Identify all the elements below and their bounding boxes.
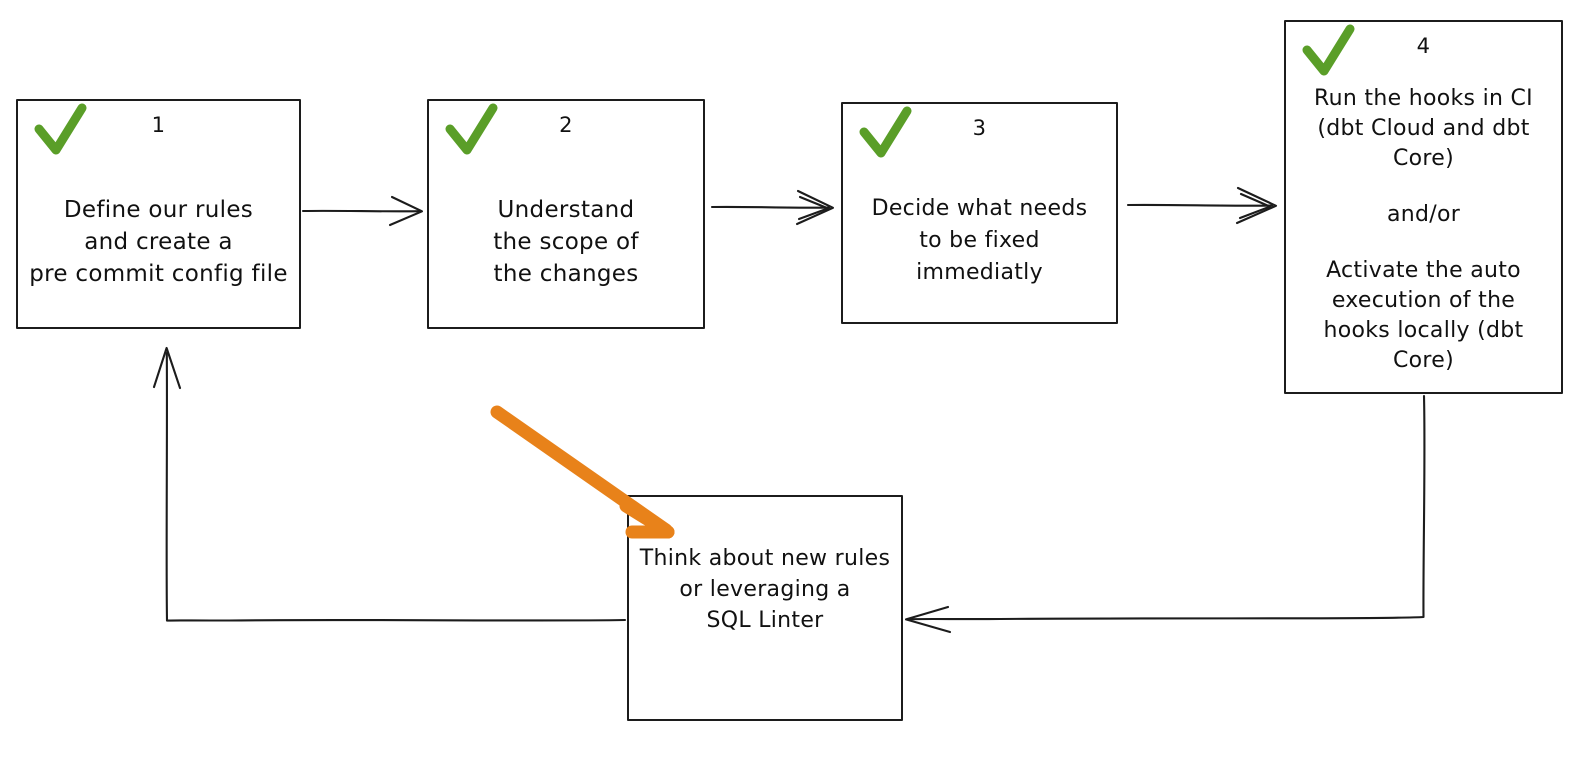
node-text-line: pre commit config file xyxy=(29,261,288,287)
flow-node-step-3[interactable]: 3 Decide what needs to be fixed immediat… xyxy=(841,102,1118,324)
node-text-line: to be fixed xyxy=(919,228,1040,253)
green-check-icon xyxy=(859,106,912,158)
arrow-4-to-5 xyxy=(904,394,1426,634)
step-number: 4 xyxy=(1416,34,1431,58)
node-text-line: the scope of xyxy=(493,229,639,255)
node-text-line: Activate the auto xyxy=(1326,258,1521,283)
node-text-line: immediatly xyxy=(916,260,1043,285)
step-number: 2 xyxy=(559,113,573,137)
node-body: Run the hooks in CI (dbt Cloud and dbt C… xyxy=(1286,84,1561,392)
flow-node-step-2[interactable]: 2 Understand the scope of the changes xyxy=(427,99,705,329)
node-body: Understand the scope of the changes xyxy=(429,163,703,327)
flow-node-step-1[interactable]: 1 Define our rules and create a pre comm… xyxy=(16,99,301,329)
arrow-5-to-1 xyxy=(152,346,627,622)
arrow-2-to-3 xyxy=(710,189,835,226)
green-check-icon xyxy=(445,103,498,155)
node-text-line: (dbt Cloud and dbt xyxy=(1317,116,1530,141)
node-header: 2 xyxy=(429,101,703,163)
node-text-line: execution of the xyxy=(1331,288,1516,313)
green-check-icon xyxy=(1302,24,1355,76)
node-body: Decide what needs to be fixed immediatly xyxy=(843,166,1116,322)
node-text-line: Decide what needs xyxy=(871,196,1088,221)
step-number: 3 xyxy=(972,116,987,140)
flow-node-step-4[interactable]: 4 Run the hooks in CI (dbt Cloud and dbt… xyxy=(1284,20,1563,394)
node-body: Define our rules and create a pre commit… xyxy=(18,163,299,327)
node-text-line: Run the hooks in CI xyxy=(1314,86,1533,111)
arrow-3-to-4 xyxy=(1126,186,1278,225)
green-check-icon xyxy=(34,103,87,155)
arrow-1-to-2 xyxy=(301,195,424,227)
step-number: 1 xyxy=(151,113,166,137)
node-text-line: SQL Linter xyxy=(706,608,824,633)
node-text-line: and create a xyxy=(84,229,233,255)
node-text-line: Define our rules xyxy=(63,197,254,223)
node-text-line: Think about new rules xyxy=(639,546,891,571)
node-text-line: or leveraging a xyxy=(679,577,851,602)
node-header: 1 xyxy=(18,101,299,163)
node-text-line: Core) xyxy=(1392,348,1454,373)
node-header: 3 xyxy=(843,104,1116,166)
node-text-line: Understand xyxy=(497,197,635,223)
node-header: 4 xyxy=(1286,22,1561,84)
node-text-line: hooks locally (dbt xyxy=(1323,318,1524,343)
node-text-line: Core) xyxy=(1392,146,1454,171)
flow-node-feedback[interactable]: Think about new rules or leveraging a SQ… xyxy=(627,495,903,721)
node-body: Think about new rules or leveraging a SQ… xyxy=(629,497,901,719)
node-text-line: and/or xyxy=(1386,202,1461,227)
node-text-line: the changes xyxy=(493,261,639,287)
